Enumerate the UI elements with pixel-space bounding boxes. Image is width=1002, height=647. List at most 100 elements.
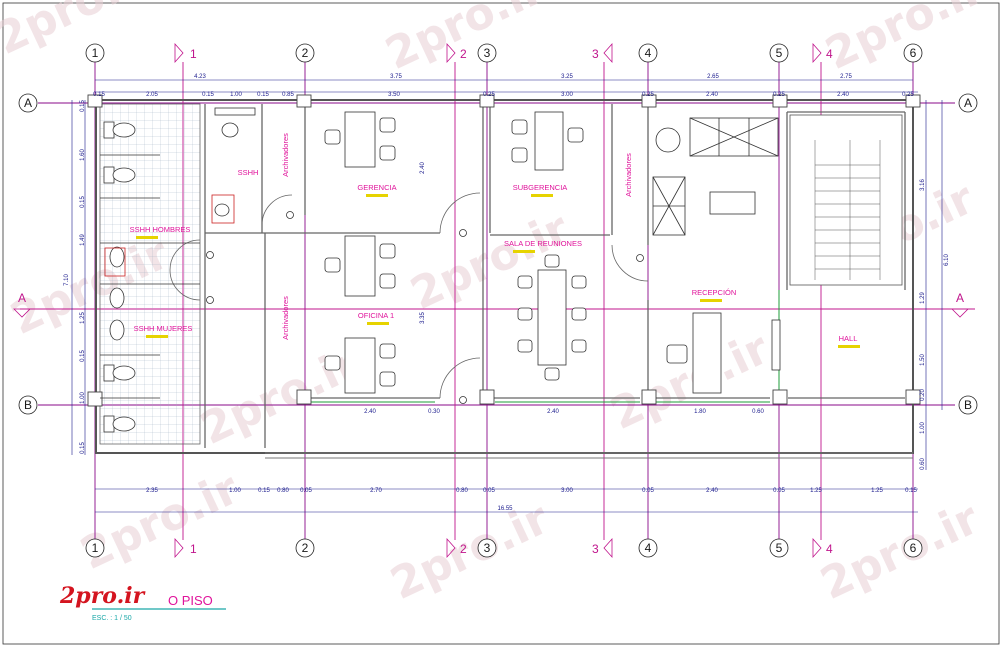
dim-text-right: 3.16 6.10 1.29 1.50 0.20 1.00 0.60 — [920, 179, 950, 470]
svg-text:1.00: 1.00 — [229, 488, 241, 494]
svg-text:6.10: 6.10 — [944, 254, 950, 266]
furniture — [214, 107, 781, 394]
toilet-fixtures — [103, 121, 239, 433]
svg-text:3: 3 — [592, 47, 599, 61]
svg-text:0.15: 0.15 — [80, 196, 86, 208]
svg-text:1.60: 1.60 — [80, 149, 86, 161]
svg-text:0.15: 0.15 — [80, 350, 86, 362]
svg-text:4: 4 — [826, 542, 833, 556]
svg-text:0.30: 0.30 — [428, 409, 440, 415]
svg-text:1: 1 — [92, 46, 99, 60]
svg-text:4: 4 — [826, 47, 833, 61]
svg-text:A: A — [18, 291, 26, 305]
svg-text:3.75: 3.75 — [390, 74, 402, 80]
svg-text:4.23: 4.23 — [194, 74, 206, 80]
label-oficina-1: OFICINA 1 — [358, 311, 394, 320]
svg-text:0.25: 0.25 — [642, 92, 654, 98]
svg-text:1.00: 1.00 — [920, 422, 926, 434]
svg-text:0.15: 0.15 — [80, 442, 86, 454]
svg-text:1.80: 1.80 — [694, 409, 706, 415]
column-markers-top: 1 2 3 4 5 6 — [85, 43, 923, 63]
svg-text:1.00: 1.00 — [230, 92, 242, 98]
label-archivadores-2: Archivadores — [281, 296, 290, 340]
svg-text:3.00: 3.00 — [561, 488, 573, 494]
label-sala-reuniones: SALA DE REUNIONES — [504, 239, 582, 248]
drawing-scale: ESC. : 1 / 50 — [92, 615, 132, 622]
svg-text:2.40: 2.40 — [706, 488, 718, 494]
svg-text:3.25: 3.25 — [561, 74, 573, 80]
label-archivadores-3: Archivadores — [624, 153, 633, 197]
svg-text:7.10: 7.10 — [64, 274, 70, 286]
svg-text:A: A — [956, 291, 964, 305]
svg-text:B: B — [964, 398, 972, 412]
column-markers-bottom: 1 2 3 4 5 6 — [85, 538, 923, 558]
staircase — [789, 114, 903, 286]
svg-text:5: 5 — [776, 541, 783, 555]
dim-text-interior: 2.40 3.35 2.40 0.30 2.40 1.80 0.60 — [364, 162, 764, 415]
svg-text:3: 3 — [484, 541, 491, 555]
svg-text:2.40: 2.40 — [547, 409, 559, 415]
title-block: 2pro.ir O PISO ESC. : 1 / 50 — [59, 583, 226, 622]
svg-text:2.35: 2.35 — [146, 488, 158, 494]
svg-text:2.75: 2.75 — [840, 74, 852, 80]
svg-text:3.16: 3.16 — [920, 179, 926, 191]
door-swings — [169, 192, 649, 399]
svg-text:0.15: 0.15 — [905, 488, 917, 494]
svg-text:2: 2 — [460, 47, 467, 61]
svg-text:0.25: 0.25 — [773, 92, 785, 98]
interior-walls — [204, 104, 906, 448]
svg-text:3: 3 — [484, 46, 491, 60]
room-labels: GERENCIA SUBGERENCIA SALA DE REUNIONES O… — [130, 133, 860, 348]
svg-text:0.60: 0.60 — [920, 458, 926, 470]
svg-text:3.35: 3.35 — [420, 312, 426, 324]
svg-text:1.25: 1.25 — [871, 488, 883, 494]
svg-text:2.70: 2.70 — [370, 488, 382, 494]
sshh-tile-floor — [99, 103, 201, 445]
svg-text:0.05: 0.05 — [483, 488, 495, 494]
svg-text:2: 2 — [302, 541, 309, 555]
svg-text:1.25: 1.25 — [80, 312, 86, 324]
svg-text:1: 1 — [92, 541, 99, 555]
svg-text:0.25: 0.25 — [483, 92, 495, 98]
svg-text:0.05: 0.05 — [300, 488, 312, 494]
label-sshh-hombres: SSHH HOMBRES — [130, 225, 191, 234]
svg-text:6: 6 — [910, 541, 917, 555]
svg-text:5: 5 — [776, 46, 783, 60]
logo: 2pro.ir — [59, 583, 146, 609]
svg-text:2.40: 2.40 — [420, 162, 426, 174]
svg-text:3.50: 3.50 — [388, 92, 400, 98]
svg-text:0.15: 0.15 — [257, 92, 269, 98]
svg-text:0.25: 0.25 — [902, 92, 914, 98]
svg-text:2.40: 2.40 — [706, 92, 718, 98]
structural-columns — [87, 94, 921, 407]
drawing-title: O PISO — [168, 593, 213, 608]
label-recepcion: RECEPCIÓN — [692, 288, 737, 297]
svg-text:0.60: 0.60 — [752, 409, 764, 415]
svg-text:1.29: 1.29 — [920, 292, 926, 304]
svg-text:3: 3 — [592, 542, 599, 556]
svg-text:4: 4 — [645, 541, 652, 555]
svg-text:0.05: 0.05 — [642, 488, 654, 494]
svg-text:6: 6 — [910, 46, 917, 60]
door-knobs — [206, 211, 644, 404]
svg-text:2: 2 — [302, 46, 309, 60]
stall-partitions — [100, 154, 200, 399]
svg-text:1.49: 1.49 — [80, 234, 86, 246]
label-sshh-mujeres: SSHH MUJERES — [134, 324, 193, 333]
svg-text:0.15: 0.15 — [202, 92, 214, 98]
label-archivadores-1: Archivadores — [281, 133, 290, 177]
dim-total-length: 16.55 — [497, 506, 513, 512]
svg-text:A: A — [964, 96, 972, 110]
svg-text:A: A — [24, 96, 32, 110]
svg-text:1: 1 — [190, 542, 197, 556]
svg-text:2.40: 2.40 — [364, 409, 376, 415]
svg-text:1.00: 1.00 — [80, 392, 86, 404]
svg-text:0.15: 0.15 — [258, 488, 270, 494]
svg-text:2: 2 — [460, 542, 467, 556]
svg-text:0.80: 0.80 — [456, 488, 468, 494]
svg-text:1.25: 1.25 — [810, 488, 822, 494]
svg-text:2.40: 2.40 — [837, 92, 849, 98]
window-lines — [310, 290, 780, 403]
svg-text:0.80: 0.80 — [277, 488, 289, 494]
row-markers: A A B B — [18, 93, 978, 415]
